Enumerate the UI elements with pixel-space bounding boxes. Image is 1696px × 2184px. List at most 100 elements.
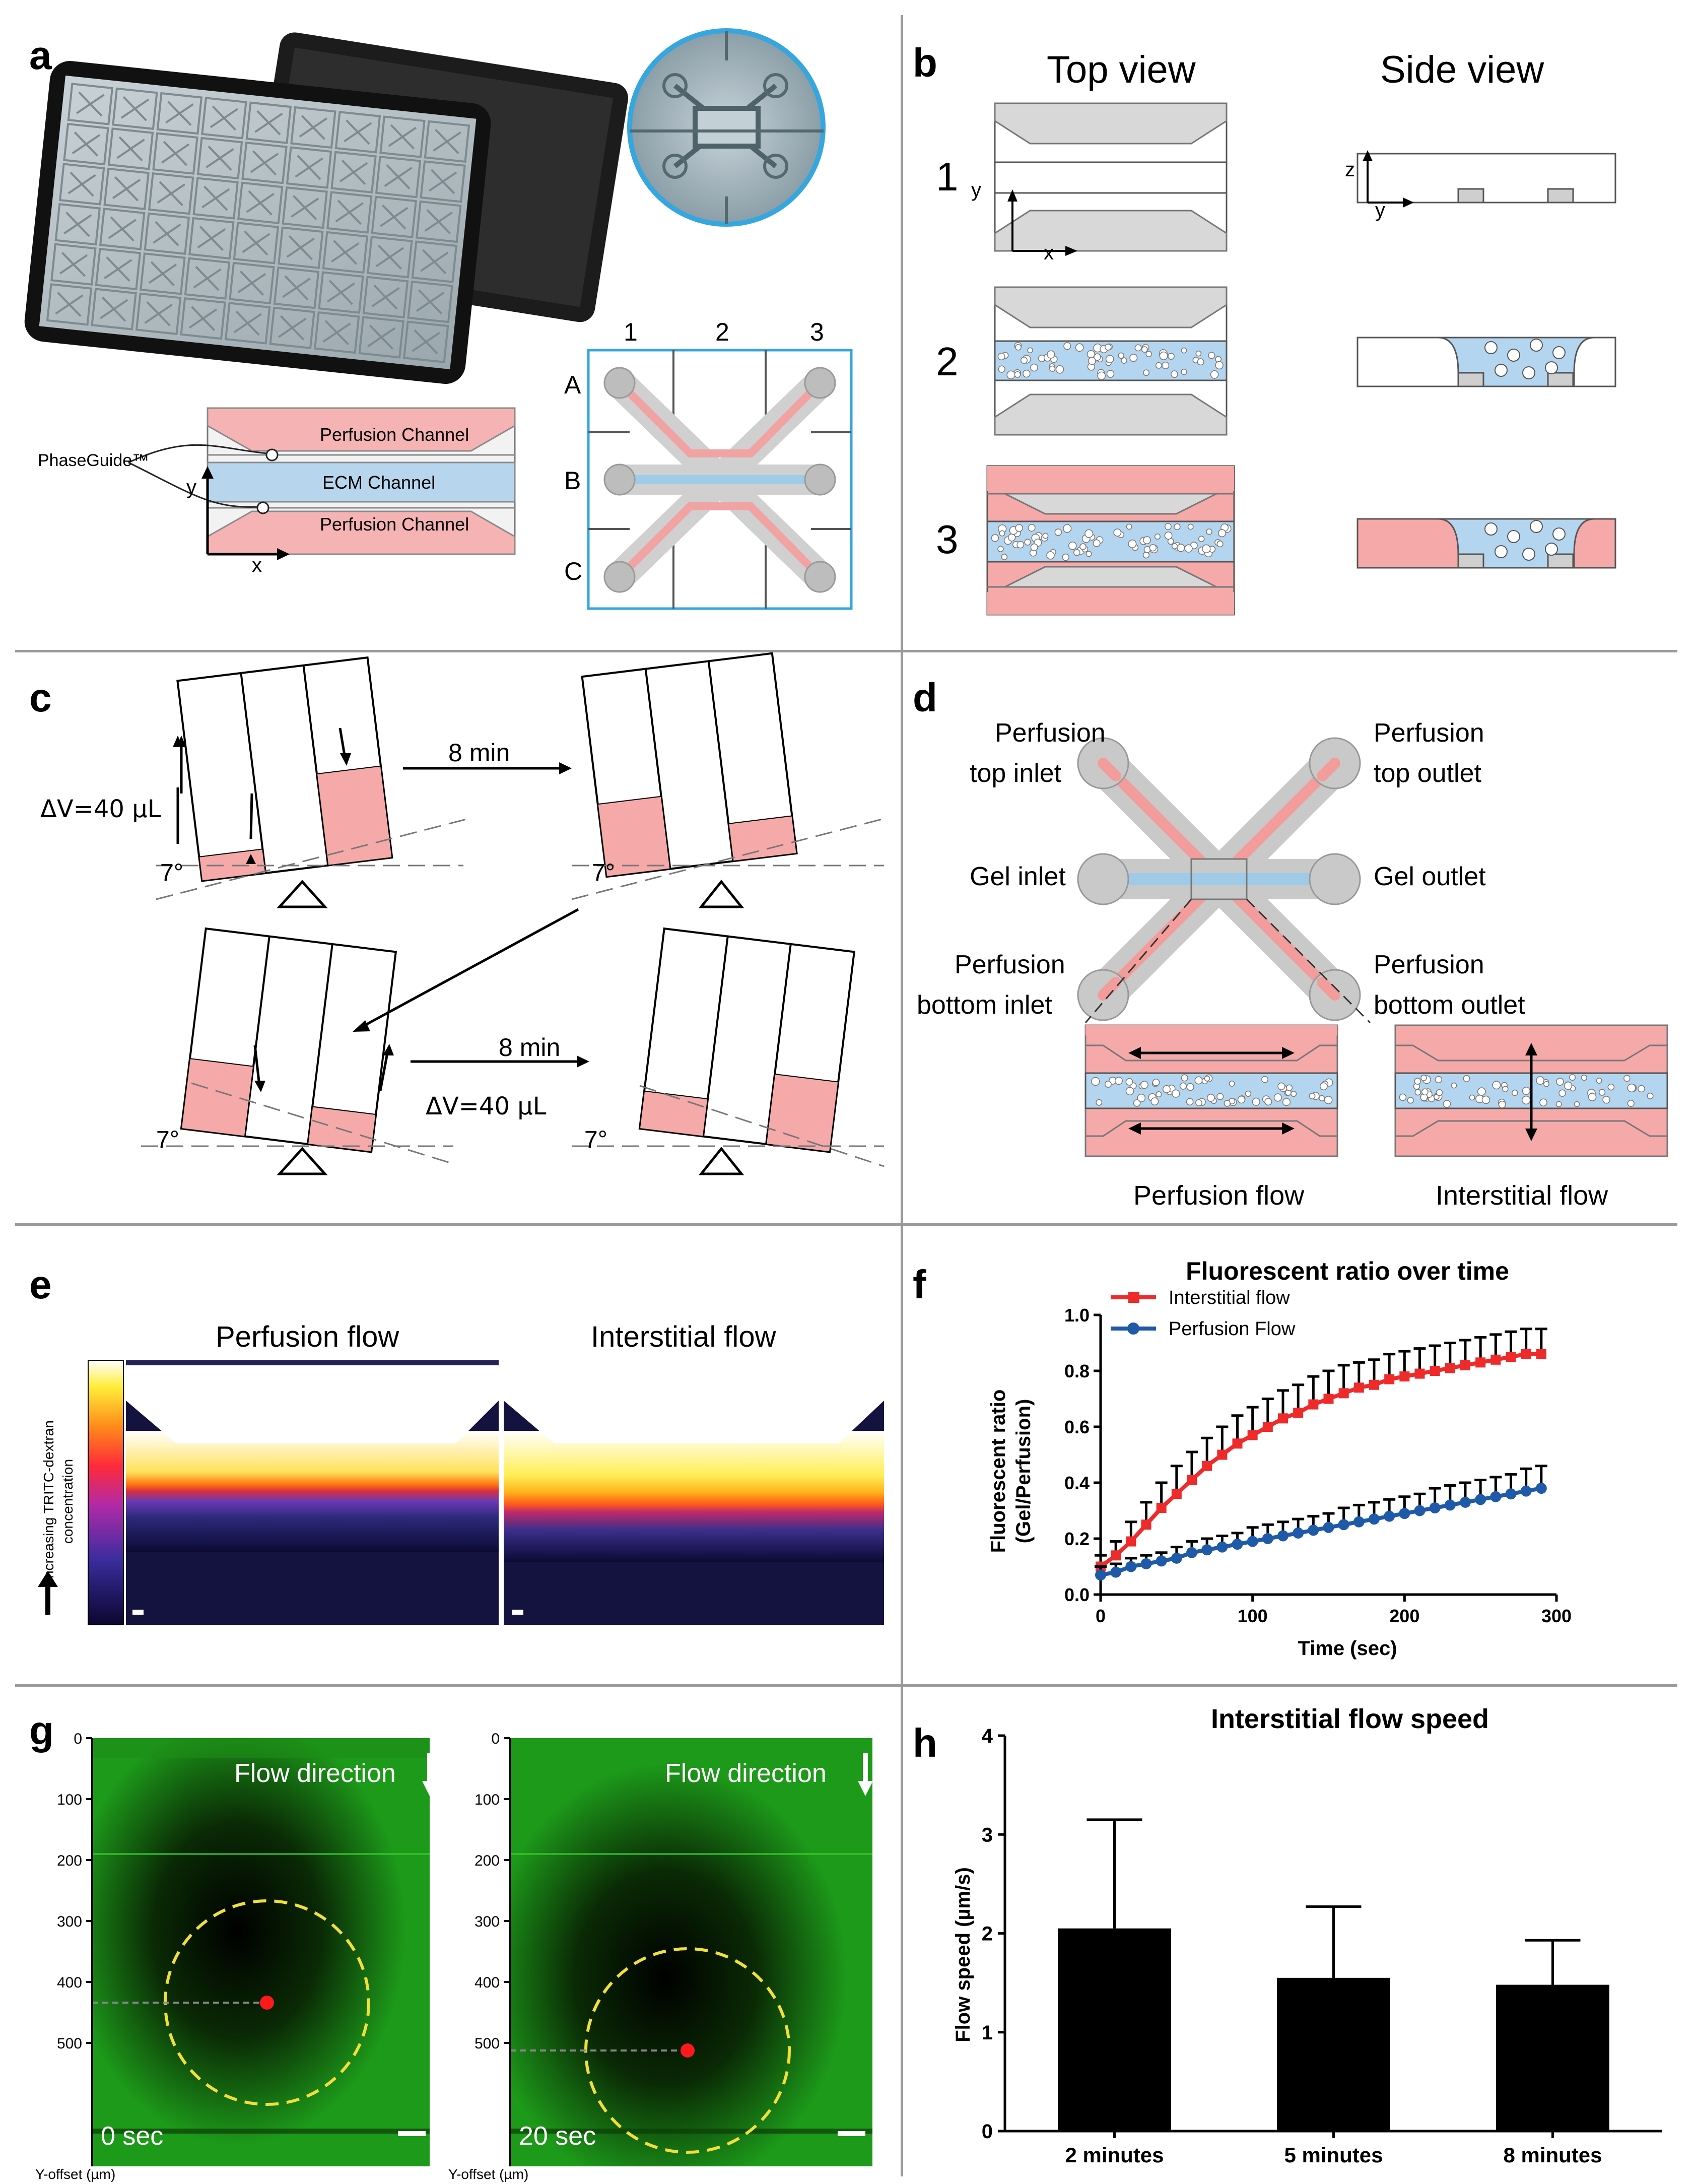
chart-f-point [1232,1539,1243,1550]
horizontal-divider-3 [15,1684,1677,1687]
plate-well-channel [206,146,234,171]
plate-well [184,257,231,300]
chart-h-ytick-label: 2 [982,1923,993,1945]
chart-h-ytick-label: 4 [982,1725,993,1747]
gel-cell [1142,552,1150,559]
chart-f-xlabel: Time (sec) [1298,1637,1397,1660]
plate-well [196,137,243,180]
plate-well-channel [157,181,185,207]
chart-f-point [1187,1475,1197,1485]
chart-f-point [1140,1558,1152,1569]
chart-f-point [1308,1399,1319,1410]
b-axis-z: z [1345,159,1355,181]
gel-cell [1118,352,1124,359]
panel-b-figure [986,102,1616,616]
panel-a-figure [24,28,853,610]
gel-cell [1407,1097,1414,1104]
d-top-outlet-1: Perfusion [1374,718,1484,748]
gel-cell [1252,1097,1260,1106]
chart-f-point [1414,1505,1426,1516]
panel-label-c: c [29,675,52,720]
chart-f-point [1369,1379,1379,1390]
gel-cell [1152,1079,1160,1086]
gel-cell [1512,1089,1518,1096]
step-2: 2 [936,339,959,384]
gel-cell [1086,551,1092,557]
plate-well [135,292,182,336]
plate-well-channel [428,169,457,194]
g-time-right: 20 sec [519,2122,596,2151]
panel-c-figure [141,652,885,1175]
plate-well-channel [67,171,96,197]
chip-x-shape [1077,737,1371,1024]
gel-cell [1319,1095,1325,1102]
panel-label-e: e [29,1262,52,1307]
gel-cell [1091,1077,1100,1086]
step3-top [986,465,1235,616]
gel-cell [1286,1084,1293,1091]
gel-cell [1030,363,1038,372]
gel-cell [1143,546,1151,553]
chart-f-point [1262,1533,1273,1544]
gel-cell [1125,1078,1133,1086]
chart-f-point [1308,1525,1319,1536]
chart-h-category-label: 5 minutes [1284,2143,1383,2167]
chart-f-ytick-label: 0.2 [1064,1529,1090,1549]
channel-mid-label: ECM Channel [322,472,436,493]
gel-cell [1210,370,1219,379]
plate-well [402,320,449,363]
gel-cell [1202,544,1211,553]
chart-f-point [1110,1566,1122,1578]
plate-well [330,151,377,194]
b-axis-y: y [971,179,981,201]
plate-well-channel [339,159,368,185]
plate-well [63,122,109,166]
plate-well-channel [344,119,372,145]
gel-cell [1047,350,1055,359]
gel-cell [1181,368,1187,375]
plate-well [420,160,466,203]
gel-cell [1156,1091,1162,1098]
chart-f-line [1099,1352,1541,1568]
gel-cell [1319,1082,1328,1091]
gel-cell [1165,523,1172,530]
plate-well [67,83,114,125]
chart-f-point [1232,1438,1243,1449]
gel-cell [1556,1078,1564,1086]
gel-cell [1261,1076,1268,1083]
plate-well [188,217,235,260]
c-angle-1: 7° [160,859,183,886]
step1-top [994,102,1228,252]
chart-h-ytick-label: 3 [982,1824,993,1846]
panel-label-d: d [913,675,937,720]
gel-cell [1046,551,1055,560]
gel-cell [1237,1095,1246,1104]
b-axis-y-side: y [1375,199,1385,221]
g-ytick-label: 100 [57,1792,82,1808]
plate-well-channel [210,105,239,131]
gel-cell [1245,1090,1252,1097]
plate-well [50,243,97,286]
gel-cell [1574,1101,1580,1107]
top-view-title: Top view [1047,48,1196,91]
plate-well-channel [420,249,449,275]
plate-well-channel [371,284,400,310]
gel-cell [1414,1078,1421,1085]
plate-well [46,283,93,326]
gel-cell [1015,524,1023,532]
gel-cell [1291,1091,1297,1097]
b-axis-x: x [1044,242,1054,264]
phaseguide-label: PhaseGuide™ [38,451,150,470]
plate-well [416,200,462,243]
gel-cell [1282,1098,1291,1106]
plate-well-channel [299,115,328,140]
gel-cell [1216,540,1224,548]
gel-cell [1208,352,1215,359]
gel-cell [1014,371,1021,378]
gel-cell [1006,370,1015,379]
gel-cell [1197,358,1204,366]
chart-f-point [1460,1496,1471,1508]
chart-f-point [1201,1544,1213,1556]
plate-well-channel [388,124,417,150]
chart-f-ytick-label: 1.0 [1064,1305,1090,1326]
